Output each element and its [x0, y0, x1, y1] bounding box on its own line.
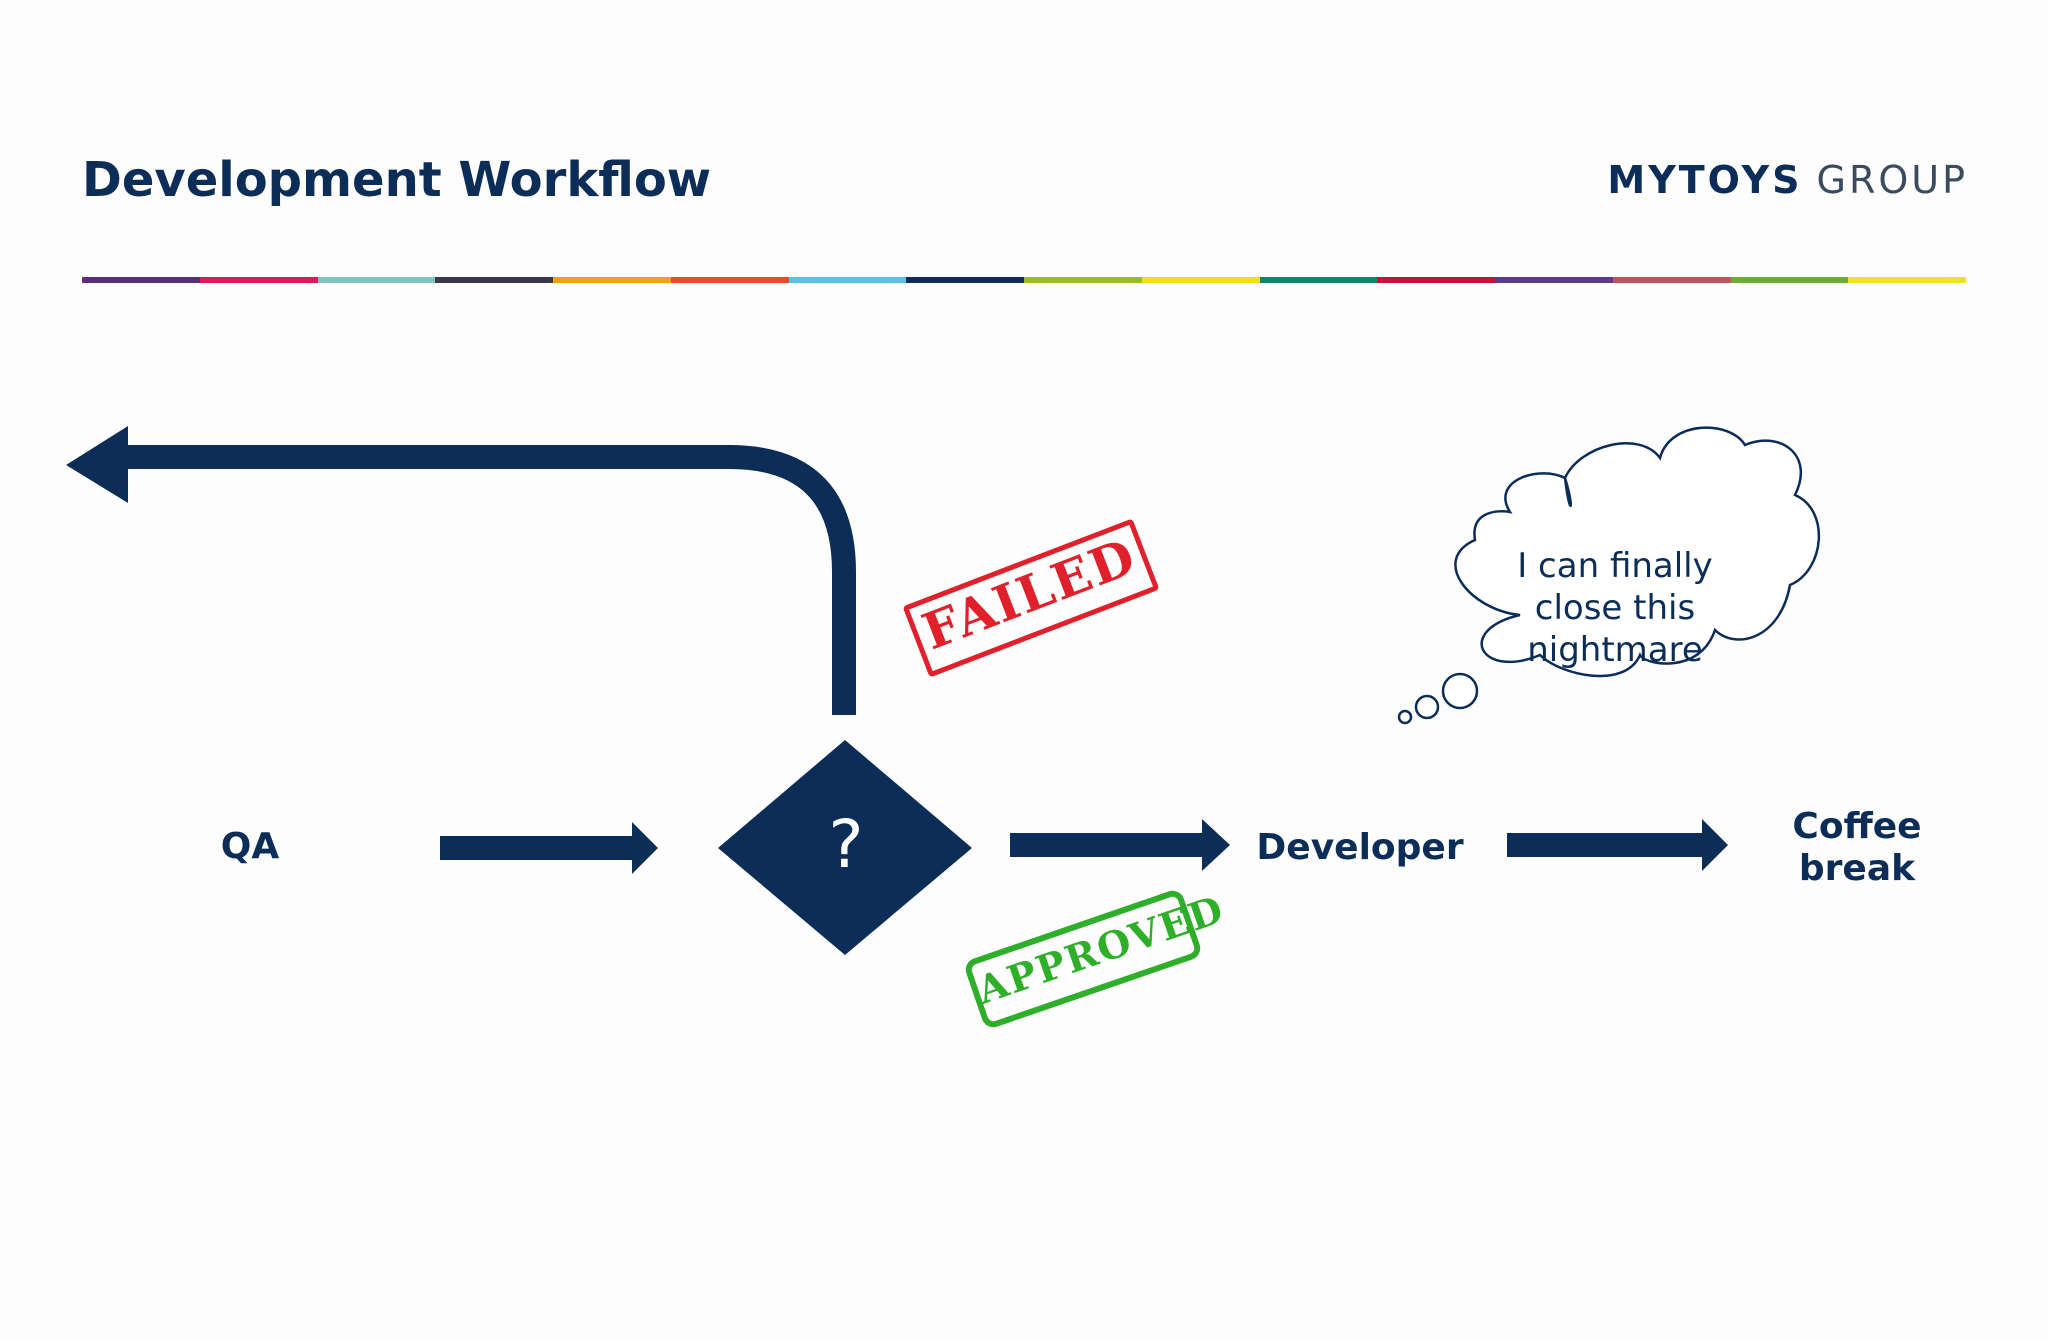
- node-developer-label: Developer: [1256, 827, 1464, 868]
- node-coffee-break-label: Coffee break: [1792, 806, 1922, 889]
- arrow-decision-to-developer: [1010, 819, 1230, 871]
- color-stripe-segment: [1259, 277, 1378, 283]
- decision-question-mark: ?: [828, 806, 864, 883]
- node-qa-label: QA: [220, 826, 280, 867]
- mytoys-group-logo: MYTOYS GROUP: [1607, 158, 1968, 202]
- color-stripe-segment: [1377, 277, 1495, 283]
- color-stripe-segment: [1730, 277, 1849, 283]
- slide-title: Development Workflow: [82, 152, 712, 208]
- failed-loop-arrowhead: [66, 426, 128, 503]
- color-stripe-segment: [788, 277, 907, 283]
- color-stripe-segment: [906, 277, 1024, 283]
- arrow-developer-to-coffee: [1507, 819, 1728, 871]
- color-stripe-segment: [435, 277, 553, 283]
- thought-bubble-cloud: [1397, 426, 1820, 725]
- color-stripe-segment: [1848, 277, 1966, 283]
- color-stripe-segment: [1495, 277, 1613, 283]
- color-stripe-segment: [1612, 277, 1731, 283]
- color-stripe-segment: [317, 277, 436, 283]
- color-stripe-segment: [670, 277, 789, 283]
- color-stripe-segment: [199, 277, 318, 283]
- logo-text-group: GROUP: [1816, 158, 1968, 202]
- failed-loop-arrow-line: [120, 445, 856, 715]
- logo-text-mytoys: MYTOYS: [1607, 158, 1803, 202]
- color-stripe-segment: [1024, 277, 1142, 283]
- color-stripe-segment: [1141, 277, 1260, 283]
- decision-diamond: [718, 740, 972, 955]
- thought-bubble-text: I can finally close this nightmare: [1517, 546, 1713, 670]
- color-stripe-divider: [82, 277, 1966, 283]
- color-stripe-segment: [553, 277, 671, 283]
- arrow-qa-to-decision: [440, 822, 658, 874]
- color-stripe-segment: [82, 277, 200, 283]
